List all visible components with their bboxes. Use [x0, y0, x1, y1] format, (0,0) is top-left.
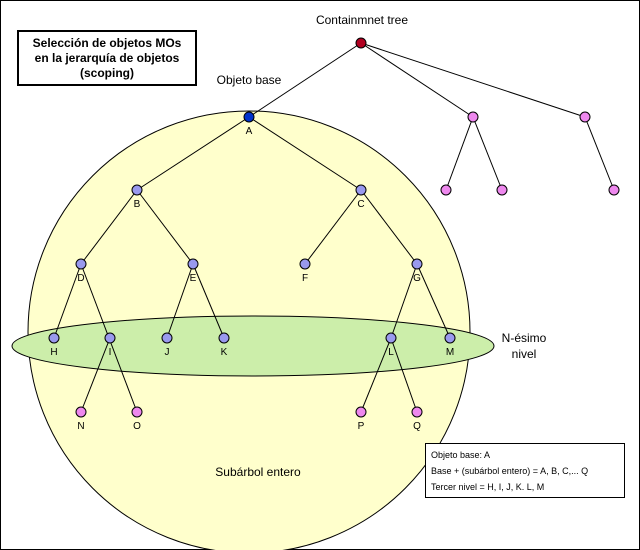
- node-C: [355, 184, 367, 196]
- containment-tree-label: Containmnet tree: [316, 13, 408, 27]
- nth-level-label-line2: nivel: [512, 347, 537, 361]
- tree-nodes: A B C D E F G H I J K L M N O P Q: [48, 37, 620, 432]
- node-label-D: D: [77, 273, 84, 284]
- node-M: [444, 332, 456, 344]
- node-r2a: [608, 184, 620, 196]
- node-F: [299, 258, 311, 270]
- edge-G-L: [390, 263, 418, 339]
- node-label-K: K: [221, 347, 228, 358]
- title-line-2: en la jerarquía de objetos: [34, 50, 180, 65]
- node-label-Q: Q: [413, 421, 421, 432]
- edge-E-K: [192, 263, 225, 339]
- edge-A-C: [248, 116, 362, 191]
- title-line-1: Selección de objetos MOs: [32, 35, 182, 50]
- node-B: [131, 184, 143, 196]
- edge-A-B: [136, 116, 250, 191]
- legend-line-base: Objeto base: A: [431, 450, 491, 460]
- node-label-A: A: [246, 126, 253, 137]
- legend-line-level: Tercer nivel = H, I, J, K. L, M: [431, 482, 545, 492]
- node-r1: [467, 111, 479, 123]
- base-object-label: Objeto base: [217, 73, 282, 87]
- node-label-H: H: [50, 347, 57, 358]
- node-D: [75, 258, 87, 270]
- nth-level-label-line1: N-ésimo: [502, 331, 547, 345]
- node-G: [411, 258, 423, 270]
- node-label-F: F: [302, 273, 308, 284]
- edge-root-r2: [360, 42, 586, 118]
- node-A: [243, 111, 255, 123]
- node-label-C: C: [357, 199, 364, 210]
- legend-box: Objeto base: A Base + (subárbol entero) …: [425, 443, 625, 498]
- node-I: [104, 332, 116, 344]
- node-r1a: [440, 184, 452, 196]
- edge-r2-r2a: [584, 116, 615, 191]
- edge-C-G: [360, 189, 418, 265]
- node-r2: [579, 111, 591, 123]
- edge-E-J: [166, 263, 194, 339]
- node-label-L: L: [388, 347, 394, 358]
- node-O: [131, 406, 143, 418]
- title-line-3: (scoping): [80, 65, 134, 80]
- edge-B-D: [80, 189, 138, 265]
- subtree-label: Subárbol entero: [215, 465, 301, 479]
- node-label-G: G: [413, 273, 421, 284]
- edge-I-N: [80, 337, 111, 413]
- node-N: [75, 406, 87, 418]
- node-label-M: M: [446, 347, 454, 358]
- title-box: Selección de objetos MOs en la jerarquía…: [17, 30, 197, 86]
- edge-G-M: [416, 263, 451, 339]
- node-label-I: I: [109, 347, 112, 358]
- legend-line-subtree: Base + (subárbol entero) = A, B, C,... Q: [431, 466, 589, 476]
- node-label-O: O: [133, 421, 141, 432]
- nth-level-region: [11, 315, 495, 377]
- edge-r1-r1b: [472, 116, 503, 191]
- node-r1b: [496, 184, 508, 196]
- edge-C-F: [304, 189, 362, 265]
- node-label-B: B: [134, 199, 141, 210]
- node-label-N: N: [77, 421, 84, 432]
- edge-B-E: [136, 189, 194, 265]
- node-label-J: J: [165, 347, 170, 358]
- edge-root-r1: [360, 42, 474, 118]
- edge-L-P: [360, 337, 392, 413]
- edge-r1-r1a: [445, 116, 474, 191]
- node-label-E: E: [190, 273, 197, 284]
- node-root: [355, 37, 367, 49]
- tree-edges: [53, 42, 615, 413]
- node-J: [161, 332, 173, 344]
- node-L: [385, 332, 397, 344]
- node-Q: [411, 406, 423, 418]
- edge-root-A: [248, 42, 362, 118]
- node-label-P: P: [358, 421, 365, 432]
- node-P: [355, 406, 367, 418]
- node-K: [218, 332, 230, 344]
- node-E: [187, 258, 199, 270]
- edge-L-Q: [390, 337, 418, 413]
- edge-D-H: [53, 263, 82, 339]
- node-H: [48, 332, 60, 344]
